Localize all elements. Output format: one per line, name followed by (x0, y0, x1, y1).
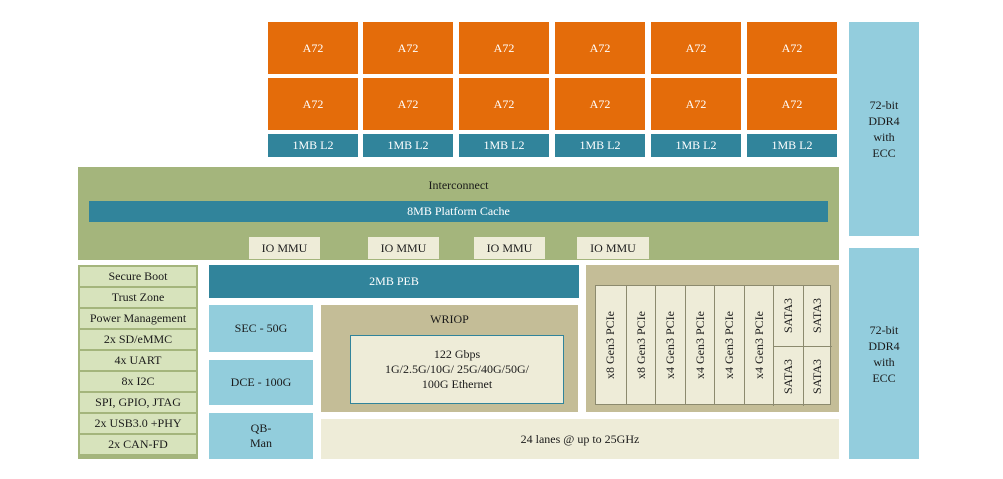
wriop-block: WRIOP 122 Gbps 1G/2.5G/10G/ 25G/40G/50G/… (321, 305, 578, 412)
peripheral-item: Trust Zone (80, 288, 196, 308)
sata-label: SATA3 (780, 358, 795, 395)
interconnect-title: Interconnect (428, 177, 489, 192)
sata-controller: SATA3 (773, 346, 803, 406)
pcie-controller: x4 Gen3 PCIe (743, 286, 775, 404)
peb-block: 2MB PEB (209, 265, 579, 298)
pcie-label: x4 Gen3 PCIe (722, 311, 737, 379)
peripheral-item: 2x CAN-FD (80, 435, 196, 455)
sata-label: SATA3 (810, 358, 825, 395)
a72-core-row1-3: A72 (459, 22, 549, 74)
peripheral-item: Power Management (80, 309, 196, 329)
sata-label: SATA3 (810, 298, 825, 334)
l2-cache-2: 1MB L2 (363, 134, 453, 157)
peripheral-item: 2x SD/eMMC (80, 330, 196, 350)
a72-core-row2-1: A72 (268, 78, 358, 130)
pcie-controller: x8 Gen3 PCIe (625, 286, 657, 404)
a72-core-row2-6: A72 (747, 78, 837, 130)
peripheral-item: Secure Boot (80, 267, 196, 287)
a72-core-row2-3: A72 (459, 78, 549, 130)
l2-cache-6: 1MB L2 (747, 134, 837, 157)
sata-label: SATA3 (780, 298, 795, 334)
sec-block: SEC - 50G (209, 305, 313, 352)
pcie-label: x4 Gen3 PCIe (692, 311, 707, 379)
platform-cache: 8MB Platform Cache (89, 201, 828, 222)
qbman-block: QB- Man (209, 413, 313, 459)
l2-cache-5: 1MB L2 (651, 134, 741, 157)
pcie-sata-panel: x8 Gen3 PCIe x8 Gen3 PCIe x4 Gen3 PCIe x4 G… (586, 265, 839, 412)
pcie-sata-grid: x8 Gen3 PCIe x8 Gen3 PCIe x4 Gen3 PCIe x4 G… (595, 285, 833, 406)
wriop-title: WRIOP (430, 311, 469, 326)
pcie-controller: x8 Gen3 PCIe (596, 286, 626, 404)
a72-core-row2-4: A72 (555, 78, 645, 130)
dce-block: DCE - 100G (209, 360, 313, 405)
wriop-ethernet-spec: 122 Gbps 1G/2.5G/10G/ 25G/40G/50G/ 100G … (350, 335, 564, 404)
sata-controller: SATA3 (773, 286, 803, 346)
sata-controller: SATA3 (802, 346, 832, 406)
iommu-3: IO MMU (474, 237, 545, 259)
iommu-1: IO MMU (249, 237, 320, 259)
a72-core-row1-4: A72 (555, 22, 645, 74)
a72-core-row1-6: A72 (747, 22, 837, 74)
pcie-controller: x4 Gen3 PCIe (655, 286, 686, 404)
a72-core-row1-5: A72 (651, 22, 741, 74)
sata-controller: SATA3 (802, 286, 833, 346)
l2-cache-3: 1MB L2 (459, 134, 549, 157)
a72-core-row1-1: A72 (268, 22, 358, 74)
serdes-lanes: 24 lanes @ up to 25GHz (321, 419, 839, 459)
a72-core-row1-2: A72 (363, 22, 453, 74)
peripheral-item: 2x USB3.0 +PHY (80, 414, 196, 434)
iommu-2: IO MMU (368, 237, 439, 259)
ddr4-ecc-bottom: 72-bit DDR4 with ECC (849, 248, 919, 459)
a72-core-row2-5: A72 (651, 78, 741, 130)
peripheral-item: SPI, GPIO, JTAG (80, 393, 196, 413)
l2-cache-4: 1MB L2 (555, 134, 645, 157)
peripheral-item: 4x UART (80, 351, 196, 371)
a72-core-row2-2: A72 (363, 78, 453, 130)
l2-cache-1: 1MB L2 (268, 134, 358, 157)
interconnect-block: Interconnect 8MB Platform Cache IO MMU I… (78, 167, 839, 260)
pcie-controller: x4 Gen3 PCIe (714, 286, 745, 404)
pcie-label: x4 Gen3 PCIe (663, 311, 678, 379)
iommu-4: IO MMU (577, 237, 649, 259)
peripheral-item: 8x I2C (80, 372, 196, 392)
ddr4-ecc-top: 72-bit DDR4 with ECC (849, 22, 919, 236)
pcie-label: x8 Gen3 PCIe (633, 311, 648, 379)
pcie-label: x4 Gen3 PCIe (751, 311, 766, 379)
pcie-label: x8 Gen3 PCIe (603, 311, 618, 379)
pcie-controller: x4 Gen3 PCIe (684, 286, 716, 404)
